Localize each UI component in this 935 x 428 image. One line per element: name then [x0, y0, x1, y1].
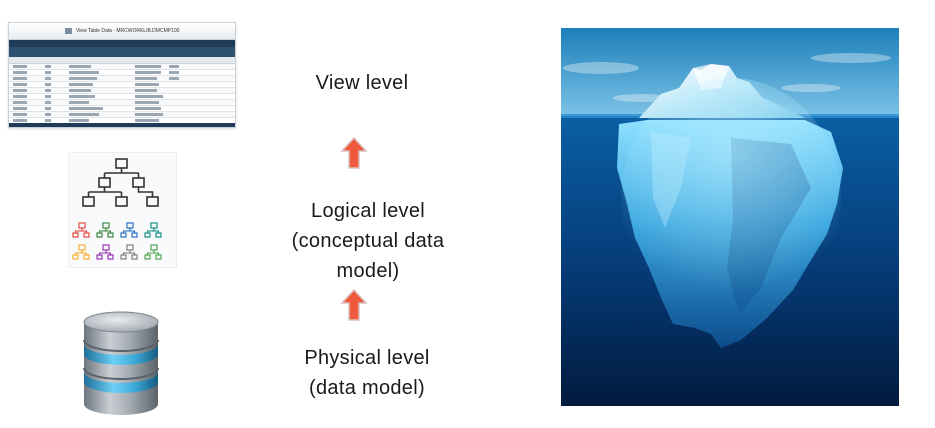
- physical-level-line-2: (data model): [309, 377, 425, 399]
- database-cylinder-icon: [83, 311, 159, 415]
- table-row: [9, 106, 235, 112]
- iceberg-image: [561, 28, 899, 406]
- logical-level-line-3: model): [336, 260, 400, 282]
- logical-level-line-2: (conceptual data: [291, 230, 445, 252]
- table-row: [9, 112, 235, 118]
- logical-level-label: Logical level (conceptual data model): [268, 196, 468, 286]
- table-row: [9, 64, 235, 70]
- hierarchy-diagram-icon: [72, 158, 162, 260]
- logical-level-line-1: Logical level: [311, 200, 425, 222]
- hierarchy-diagram-thumbnail: [68, 152, 177, 268]
- iceberg-illustration: [561, 28, 899, 406]
- table-thumbnail-header: [9, 47, 235, 57]
- view-level-label: View level: [300, 68, 424, 98]
- table-row: [9, 76, 235, 82]
- table-row: [9, 82, 235, 88]
- table-thumbnail-title: View Table Data - MRCWORKLIB.DMCMP100: [75, 28, 180, 34]
- table-thumbnail-filter-row: [9, 57, 235, 64]
- database-icon: [80, 310, 162, 418]
- table-thumbnail-toolbar: [9, 40, 235, 47]
- view-level-line-1: View level: [315, 72, 409, 94]
- table-row: [9, 94, 235, 100]
- up-arrow-icon: [340, 136, 368, 169]
- physical-level-line-1: Physical level: [304, 347, 430, 369]
- table-thumbnail-footer: [9, 123, 235, 127]
- table-thumbnail-rows: [9, 64, 235, 124]
- table-row: [9, 88, 235, 94]
- table-row: [9, 100, 235, 106]
- table-row: [9, 70, 235, 76]
- physical-level-label: Physical level (data model): [292, 343, 442, 403]
- table-screenshot-thumbnail: View Table Data - MRCWORKLIB.DMCMP100: [8, 22, 236, 128]
- table-screenshot-icon: [64, 27, 72, 34]
- up-arrow-icon: [340, 288, 368, 321]
